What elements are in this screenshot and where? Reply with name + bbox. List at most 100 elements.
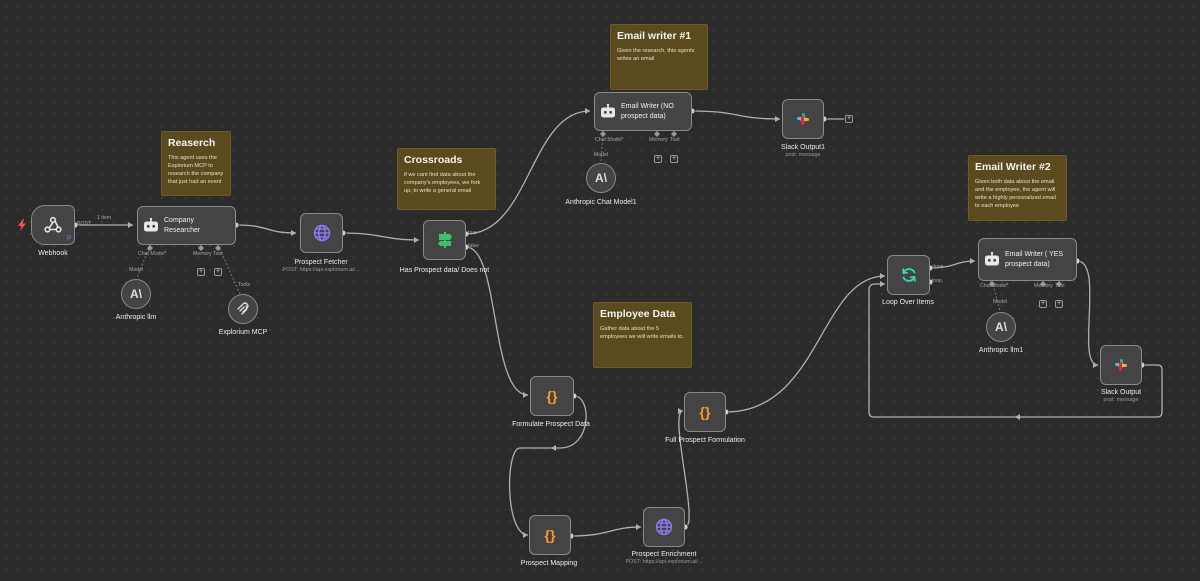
edge-mapping-enrichment <box>570 526 642 537</box>
sub-label-model: Model <box>594 152 609 158</box>
arrow-13 <box>880 281 885 287</box>
sub-port <box>654 131 660 137</box>
node-title-full-prospect: Full Prospect Formulation <box>665 437 745 444</box>
note-email-writer-1[interactable]: Email writer #1 Given the research, this… <box>610 24 708 90</box>
globe-icon <box>655 518 673 536</box>
webhook-badge: P <box>66 236 71 242</box>
arrow-3 <box>414 237 419 243</box>
subedge-chatmodel-llm1 <box>991 280 1001 312</box>
node-anthropic-llm1[interactable]: A\ <box>986 312 1016 342</box>
node-slack-output1[interactable] <box>782 99 824 139</box>
sub-port <box>198 245 204 251</box>
node-prospect-enrichment[interactable] <box>643 507 685 547</box>
add-tool-button[interactable]: + <box>670 155 678 163</box>
node-title-slack-output1: Slack Output1 <box>781 144 825 151</box>
arrow-8 <box>636 524 641 530</box>
note-employee-data[interactable]: Employee Data Gather data about the 5 em… <box>593 302 692 368</box>
arrow-5 <box>775 116 780 122</box>
sub-label-model: Model <box>129 267 144 273</box>
node-label: Email Writer (NO prospect data) <box>621 103 674 120</box>
arrow-12 <box>1093 362 1098 368</box>
arrow-4 <box>585 108 590 114</box>
edge-enrichment-full <box>678 410 690 528</box>
subedge-chatmodel-llm <box>136 244 151 279</box>
note-crossroads[interactable]: Crossroads if we cant find data about th… <box>397 148 496 210</box>
note-title: Email writer #1 <box>617 30 692 42</box>
node-title-formulate: Formulate Prospect Data <box>512 421 590 428</box>
arrow-14 <box>1015 414 1020 420</box>
node-title-prospect-fetcher: Prospect Fetcher <box>294 259 348 266</box>
node-prospect-mapping[interactable]: {} <box>529 515 571 555</box>
sub-label-chat-model: Chat Model* <box>595 137 624 143</box>
node-formulate-prospect-data[interactable]: {} <box>530 376 574 416</box>
node-slack-output[interactable] <box>1100 345 1142 385</box>
arrow-1 <box>128 222 133 228</box>
node-prospect-fetcher[interactable] <box>300 213 343 253</box>
node-label: Company Researcher <box>164 217 201 234</box>
node-label: Email Writer ( YES prospect data) <box>1005 251 1064 268</box>
port-label-false: false <box>468 243 479 249</box>
node-loop-over-items[interactable] <box>887 255 930 295</box>
node-company-researcher[interactable]: Company Researcher <box>137 206 236 245</box>
webhook-icon <box>43 215 63 235</box>
add-tool-button[interactable]: + <box>214 268 222 276</box>
sub-port <box>1056 281 1062 287</box>
slack-icon <box>794 110 812 128</box>
add-memory-button[interactable]: + <box>197 268 205 276</box>
anthropic-icon: A\ <box>995 320 1007 334</box>
node-has-prospect-data[interactable] <box>423 220 466 260</box>
node-title-has-prospect: Has Prospect data/ Does not <box>399 267 490 274</box>
note-research[interactable]: Reaserch This agent uses the Explorium M… <box>161 131 231 196</box>
sub-label-chat-model: Chat Model* <box>138 251 167 257</box>
arrow-15 <box>551 445 556 451</box>
node-email-writer-yes[interactable]: Email Writer ( YES prospect data) <box>978 238 1077 281</box>
sub-label-tools: Tools <box>238 282 251 288</box>
note-title: Reaserch <box>168 137 216 149</box>
edge-researcher-fetcher <box>235 224 297 234</box>
if-icon <box>436 231 454 249</box>
note-title: Crossroads <box>404 154 463 166</box>
node-subtitle-prospect-fetcher: POST: https://api.explorium.ai/... <box>282 267 360 273</box>
arrow-10 <box>880 273 885 279</box>
sub-label-tool: Tool <box>670 137 680 143</box>
node-title-anthropic-llm1: Anthropic llm1 <box>978 347 1024 354</box>
anthropic-icon: A\ <box>595 171 607 185</box>
note-email-writer-2[interactable]: Email Writer #2 Given both data about th… <box>968 155 1067 221</box>
node-email-writer-no[interactable]: Email Writer (NO prospect data) <box>594 92 692 131</box>
node-full-prospect-formulation[interactable]: {} <box>684 392 726 432</box>
note-body: This agent uses the Explorium MCP to res… <box>168 155 224 186</box>
add-next-node-button[interactable]: + <box>845 115 853 123</box>
node-anthropic-llm[interactable]: A\ <box>121 279 151 309</box>
note-body: Given the research, this agents writes a… <box>617 48 695 63</box>
edge-if-true-writer1 <box>465 110 591 235</box>
node-title-prospect-mapping: Prospect Mapping <box>520 560 578 567</box>
add-memory-button[interactable]: + <box>654 155 662 163</box>
note-body: Given both data about the email and the … <box>975 179 1056 210</box>
add-tool-button[interactable]: + <box>1055 300 1063 308</box>
note-title: Employee Data <box>600 308 676 320</box>
sub-label-memory: Memory <box>1034 283 1053 289</box>
subedge-tool-mcp <box>217 244 241 295</box>
node-webhook[interactable]: P <box>31 205 75 245</box>
arrow-2 <box>291 230 296 236</box>
add-memory-button[interactable]: + <box>1039 300 1047 308</box>
robot-icon <box>143 218 159 233</box>
code-icon: {} <box>699 404 711 420</box>
sub-label-memory: Memory <box>193 251 212 257</box>
robot-icon <box>984 252 1000 267</box>
globe-icon <box>313 224 331 242</box>
sub-port <box>671 131 677 137</box>
sub-label-tool: Tool <box>1055 283 1065 289</box>
edge-full-loop <box>725 275 886 413</box>
sub-label-tool: Tool <box>213 251 223 257</box>
slack-icon <box>1112 356 1130 374</box>
arrow-11 <box>970 258 975 264</box>
note-title: Email Writer #2 <box>975 161 1051 173</box>
node-title-anthropic-llm: Anthropic llm <box>115 314 157 321</box>
node-title-explorium-mcp: Explorium MCP <box>218 329 268 336</box>
port-label-loop: loop <box>932 278 942 284</box>
code-icon: {} <box>546 388 558 404</box>
code-icon: {} <box>544 527 556 543</box>
node-explorium-mcp[interactable] <box>228 294 258 324</box>
node-anthropic-chat-model[interactable]: A\ <box>586 163 616 193</box>
